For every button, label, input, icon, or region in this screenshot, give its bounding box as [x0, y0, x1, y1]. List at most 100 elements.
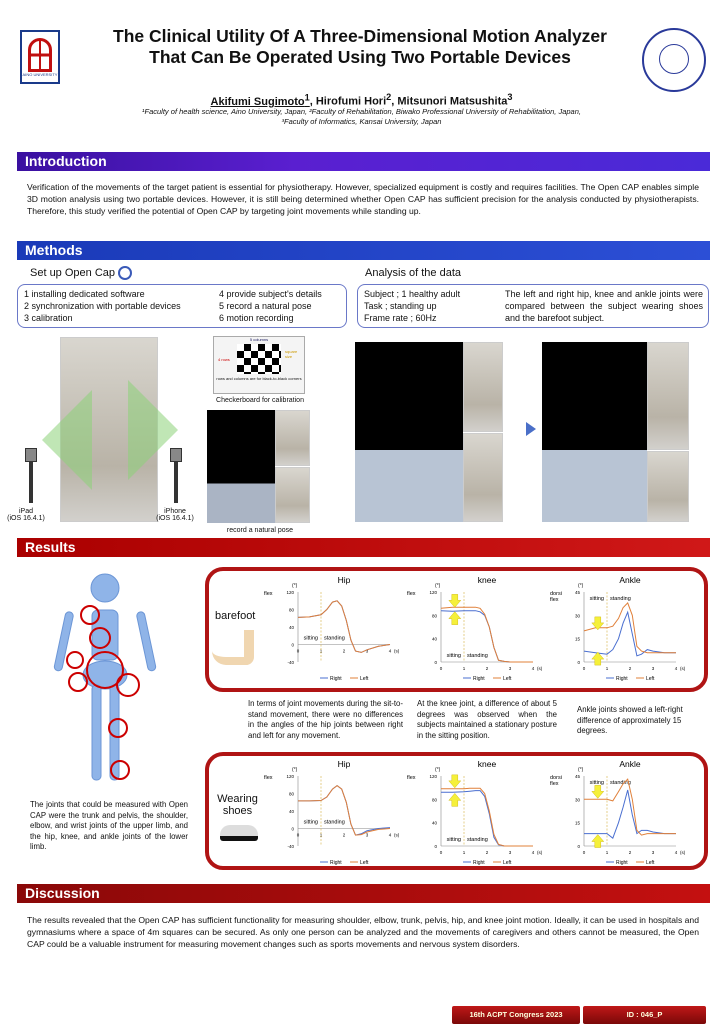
authors: Akifumi Sugimoto1, Hirofumi Hori2, Mitsu…	[210, 92, 513, 108]
x-tick-label: 3	[509, 666, 512, 671]
series-line-right	[584, 789, 676, 840]
phase-label-sitting: sitting	[447, 837, 461, 843]
series-line-left	[584, 778, 676, 836]
affiliations: ¹Faculty of health science, Aino Univers…	[142, 107, 581, 126]
y-axis-label: flex	[264, 775, 273, 781]
legend-label-left: Left	[360, 676, 369, 682]
legend-label-left: Left	[503, 860, 512, 866]
x-tick-label: 2	[486, 850, 489, 855]
y-tick-label: 30	[575, 613, 581, 618]
x-tick-label: 0	[297, 649, 300, 654]
results-heading: Results	[17, 538, 710, 557]
series-line-right	[583, 610, 676, 657]
difference-arrow-down-icon	[591, 616, 605, 631]
chart-title: knee	[478, 759, 497, 769]
y-axis-label: flex	[550, 597, 559, 603]
checkerboard-image: 5 columns 4 rows square size rows and co…	[213, 336, 305, 394]
natural-pose-photo-2	[275, 467, 310, 523]
legend-label-left: Left	[503, 676, 512, 682]
x-unit: (s)	[680, 666, 686, 671]
x-tick-label: 1	[320, 833, 323, 838]
series-line-right	[298, 784, 391, 836]
phase-label-standing: standing	[610, 780, 631, 786]
y-tick-label: 0	[577, 660, 580, 665]
y-axis-label: dorsi	[550, 775, 562, 781]
difference-arrow-up-icon	[591, 834, 605, 848]
sitting-skeleton-image	[355, 342, 463, 522]
introduction-text: Verification of the movements of the tar…	[27, 182, 699, 216]
x-tick-label: 0	[583, 666, 586, 671]
ankle-result-text: Ankle joints showed a left-right differe…	[577, 705, 683, 735]
y-tick-label: 40	[432, 637, 438, 642]
y-tick-label: -40	[287, 660, 294, 665]
difference-arrow-down-icon	[448, 774, 462, 789]
y-axis-label: flex	[407, 775, 416, 781]
legend-label-left: Left	[646, 860, 655, 866]
x-tick-label: 4	[532, 850, 535, 855]
introduction-heading: Introduction	[17, 152, 710, 171]
x-tick-label: 4	[675, 850, 678, 855]
phase-label-standing: standing	[324, 636, 345, 642]
x-unit: (s)	[680, 850, 686, 855]
phase-label-sitting: sitting	[590, 596, 604, 602]
y-tick-label: 40	[432, 821, 438, 826]
standing-skeleton-image	[542, 342, 647, 522]
chart-title: Ankle	[619, 759, 641, 769]
camera-field-right	[128, 380, 178, 480]
foot-icon	[212, 630, 254, 665]
legend-label-right: Right	[473, 860, 485, 866]
y-tick-label: 0	[434, 660, 437, 665]
y-tick-label: 80	[289, 608, 295, 613]
legend-label-right: Right	[330, 676, 342, 682]
difference-arrow-up-icon	[448, 793, 462, 807]
y-tick-label: 45	[575, 590, 581, 595]
series-line-left	[583, 601, 676, 654]
y-tick-label: 0	[577, 844, 580, 849]
poster-id-badge: ID : 046_P	[583, 1006, 706, 1024]
x-tick-label: 2	[629, 666, 632, 671]
chart-title: Ankle	[619, 575, 641, 585]
x-tick-label: 3	[366, 649, 369, 654]
camera-field-left	[42, 390, 92, 490]
measurable-joints-text: The joints that could be measured with O…	[30, 800, 188, 851]
x-unit: (s)	[537, 850, 543, 855]
phase-label-standing: standing	[467, 653, 488, 659]
standing-photo-1	[647, 342, 689, 450]
x-tick-label: 3	[509, 850, 512, 855]
ipad-stand	[25, 448, 37, 503]
hip-result-text: In terms of joint movements during the s…	[248, 699, 403, 740]
x-tick-label: 1	[463, 850, 466, 855]
x-tick-label: 2	[343, 833, 346, 838]
difference-arrow-down-icon	[448, 594, 462, 608]
y-axis-label: flex	[550, 781, 559, 787]
y-tick-label: 40	[289, 625, 295, 630]
setup-title: Set up Open Cap	[30, 266, 133, 280]
natural-pose-skeleton-image	[207, 410, 275, 523]
congress-badge: 16th ACPT Congress 2023	[452, 1006, 580, 1024]
x-unit: (s)	[394, 833, 400, 838]
y-axis-label: flex	[407, 591, 416, 597]
series-line-left	[297, 600, 391, 653]
y-unit: (°)	[435, 583, 441, 589]
y-tick-label: 45	[575, 774, 581, 779]
chart-title: Hip	[338, 759, 351, 769]
y-tick-label: 80	[432, 613, 438, 618]
iphone-stand	[170, 448, 182, 503]
x-unit: (s)	[537, 666, 543, 671]
discussion-heading: Discussion	[17, 884, 710, 903]
phase-label-sitting: sitting	[590, 780, 604, 786]
phase-label-standing: standing	[610, 596, 631, 602]
logo-text: AINO UNIVERSITY	[22, 72, 58, 77]
legend-label-left: Left	[360, 860, 369, 866]
shoes-results-panel	[205, 752, 708, 870]
x-tick-label: 4	[532, 666, 535, 671]
opencap-icon	[118, 266, 133, 280]
x-tick-label: 4	[389, 833, 392, 838]
x-tick-label: 0	[440, 850, 443, 855]
